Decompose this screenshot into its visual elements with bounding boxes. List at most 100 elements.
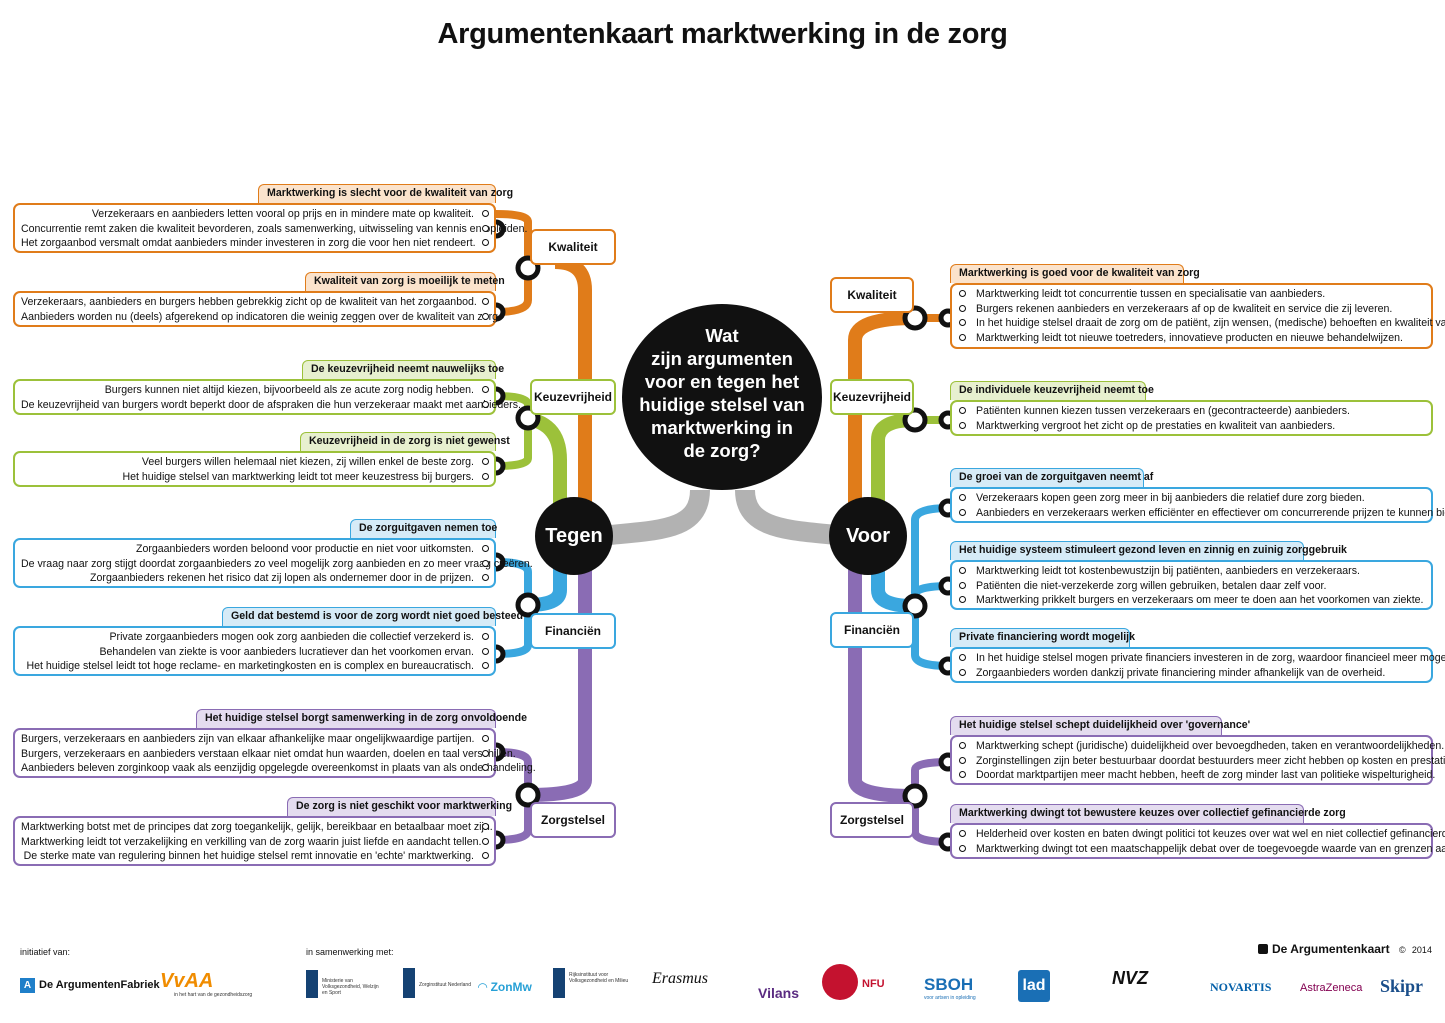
page-title: Argumentenkaart marktwerking in de zorg — [437, 18, 1008, 50]
argument-item: Zorgaanbieders worden beloond voor produ… — [21, 542, 489, 557]
tegen-argument-box: Burgers, verzekeraars en aanbieders zijn… — [13, 728, 536, 778]
question-line: marktwerking in — [651, 417, 793, 438]
argument-item: Patiënten kunnen kiezen tussen verzekera… — [959, 404, 1425, 419]
question-line: de zorg? — [683, 440, 761, 461]
tegen-argument-box: Verzekeraars, aanbieders en burgers hebb… — [13, 291, 501, 327]
argumentenfabriek-logo: A De ArgumentenFabriek — [20, 978, 160, 993]
zorginstituut-logo: Zorginstituut Nederland — [419, 982, 471, 988]
argument-item: Het zorgaanbod versmalt omdat aanbieders… — [21, 237, 489, 250]
argument-item: Verzekeraars, aanbieders en burgers hebb… — [21, 296, 489, 308]
tegen-category-kwaliteit: Kwaliteit — [530, 229, 616, 265]
argument-item: Behandelen van ziekte is voor aanbieders… — [21, 645, 489, 660]
rijkslogo-icon — [306, 970, 318, 998]
argument-item: Burgers, verzekeraars en aanbieders zijn… — [21, 733, 489, 745]
question-line: voor en tegen het — [644, 371, 800, 392]
tegen-argument-box: Marktwerking botst met de principes dat … — [13, 816, 496, 866]
voor-argument-box: Patiënten kunnen kiezen tussen verzekera… — [950, 400, 1433, 436]
tegen-category-financien: Financiën — [530, 613, 616, 649]
voor-argument-box: In het huidige stelsel mogen private fin… — [950, 647, 1445, 683]
novartis-logo: NOVARTIS — [1210, 980, 1272, 994]
voor-category-financien: Financiën — [830, 612, 914, 648]
argument-item: Marktwerking leidt tot verzakelijking en… — [21, 835, 489, 848]
tegen-group-header: De keuzevrijheid neemt nauwelijks toe — [302, 360, 504, 379]
argument-item: Helderheid over kosten en baten dwingt p… — [959, 828, 1445, 840]
vvaa-tagline: in het hart van de gezondheidszorg — [174, 992, 253, 998]
argument-item: Burgers kunnen niet altijd kiezen, bijvo… — [21, 383, 489, 398]
zonmw-text: ZonMw — [490, 980, 532, 994]
argument-item: Marktwerking vergroot het zicht op de pr… — [959, 419, 1425, 434]
argument-item: Marktwerking dwingt tot een maatschappel… — [959, 842, 1445, 855]
argumentenfabriek-text: De ArgumentenFabriek — [39, 979, 160, 991]
argument-item: Het huidige stelsel leidt tot hoge recla… — [21, 659, 489, 674]
argument-item: Burgers rekenen aanbieders en verzekeraa… — [959, 302, 1425, 317]
sboh-tagline: voor artsen in opleiding — [924, 995, 976, 1001]
question-line: Wat — [705, 325, 739, 346]
rijksinstituut-logo: Rijksinstituut voor Volksgezondheid en M… — [569, 972, 629, 984]
tegen-group-header: Keuzevrijheid in de zorg is niet gewenst — [300, 432, 510, 451]
argument-item: De keuzevrijheid van burgers wordt beper… — [21, 398, 521, 411]
argument-item: Verzekeraars en aanbieders letten vooral… — [21, 207, 489, 222]
tegen-group-header: De zorg is niet geschikt voor marktwerki… — [287, 797, 512, 816]
tegen-group-header: Geld dat bestemd is voor de zorg wordt n… — [222, 607, 523, 626]
nfu-icon — [822, 964, 858, 1000]
argumentenkaart-icon — [1258, 944, 1268, 954]
voor-node: Voor — [829, 497, 907, 575]
astrazeneca-logo: AstraZeneca — [1300, 982, 1363, 994]
argument-item: Concurrentie remt zaken die kwaliteit be… — [21, 222, 528, 235]
vws-logo: Ministerie van Volksgezondheid, Welzijn … — [322, 978, 379, 996]
tegen-argument-box: Veel burgers willen helemaal niet kiezen… — [13, 451, 496, 487]
rijkslogo-icon — [403, 968, 415, 998]
argument-item: Aanbieders worden nu (deels) afgerekend … — [21, 310, 501, 323]
voor-group-header: De individuele keuzevrijheid neemt toe — [950, 381, 1154, 400]
lad-logo: lad — [1018, 970, 1050, 1002]
year: 2014 — [1411, 945, 1432, 955]
tegen-group-header: Marktwerking is slecht voor de kwaliteit… — [258, 184, 513, 203]
argument-item: Burgers, verzekeraars en aanbieders vers… — [21, 747, 516, 760]
argument-item: Zorginstellingen zijn beter bestuurbaar … — [959, 754, 1445, 767]
argumentenfabriek-icon: A — [20, 978, 35, 993]
samenwerking-label: in samenwerking met: — [306, 947, 394, 957]
voor-category-zorgstelsel: Zorgstelsel — [830, 802, 914, 838]
tegen-group-header: Het huidige stelsel borgt samenwerking i… — [196, 709, 527, 728]
argument-item: Marktwerking leidt tot concurrentie tuss… — [959, 287, 1425, 302]
voor-group-header: Het huidige stelsel schept duidelijkheid… — [950, 716, 1250, 735]
tegen-group-header: Kwaliteit van zorg is moeilijk te meten — [305, 272, 505, 291]
tegen-group-header: De zorguitgaven nemen toe — [350, 519, 497, 538]
nfu-logo: NFU — [862, 978, 885, 990]
sboh-logo: SBOH — [924, 975, 974, 994]
tegen-argument-box: Private zorgaanbieders mogen ook zorg aa… — [13, 626, 496, 676]
argument-item: In het huidige stelsel mogen private fin… — [959, 652, 1445, 664]
question-line: zijn argumenten — [651, 348, 793, 369]
tegen-argument-box: Burgers kunnen niet altijd kiezen, bijvo… — [13, 379, 521, 415]
nvz-logo: NVZ — [1112, 968, 1148, 988]
voor-category-kwaliteit: Kwaliteit — [830, 277, 914, 313]
argument-item: Marktwerking prikkelt burgers en verzeke… — [959, 594, 1424, 607]
argument-item: Marktwerking schept (juridische) duideli… — [959, 740, 1445, 752]
voor-argument-box: Marktwerking leidt tot concurrentie tuss… — [950, 283, 1445, 349]
argument-item: Veel burgers willen helemaal niet kiezen… — [21, 455, 489, 470]
erasmus-logo: Erasmus — [652, 970, 709, 987]
argument-item: Zorgaanbieders rekenen het risico dat zi… — [21, 571, 489, 586]
argument-item: Private zorgaanbieders mogen ook zorg aa… — [21, 630, 489, 645]
voor-category-keuzevrijheid: Keuzevrijheid — [830, 379, 914, 415]
argument-item: Aanbieders en verzekeraars werken effici… — [959, 506, 1445, 519]
tegen-argument-box: Verzekeraars en aanbieders letten vooral… — [13, 203, 528, 253]
tegen-argument-box: Zorgaanbieders worden beloond voor produ… — [13, 538, 533, 588]
voor-argument-box: Marktwerking leidt tot kostenbewustzijn … — [950, 560, 1433, 610]
voor-argument-box: Verzekeraars kopen geen zorg meer in bij… — [950, 487, 1445, 523]
argument-item: In het huidige stelsel draait de zorg om… — [959, 317, 1445, 330]
vilans-logo: Vilans — [758, 985, 799, 1001]
argument-item: Marktwerking leidt tot kostenbewustzijn … — [959, 564, 1425, 579]
voor-argument-box: Helderheid over kosten en baten dwingt p… — [950, 823, 1445, 859]
voor-argument-box: Marktwerking schept (juridische) duideli… — [950, 735, 1445, 785]
tegen-category-zorgstelsel: Zorgstelsel — [530, 802, 616, 838]
voor-group-header: Marktwerking is goed voor de kwaliteit v… — [950, 264, 1200, 283]
argument-item: De vraag naar zorg stijgt doordat zorgaa… — [21, 557, 533, 570]
zonmw-logo: ◠ ZonMw — [478, 980, 532, 994]
question-line: huidige stelsel van — [639, 394, 805, 415]
central-question: Wat zijn argumenten voor en tegen het hu… — [622, 304, 822, 490]
argument-item: Patiënten die niet-verzekerde zorg wille… — [959, 579, 1425, 594]
voor-group-header: De groei van de zorguitgaven neemt af — [950, 468, 1153, 487]
argument-item: Marktwerking leidt tot nieuwe toetreders… — [959, 331, 1425, 346]
tegen-category-keuzevrijheid: Keuzevrijheid — [530, 379, 616, 415]
